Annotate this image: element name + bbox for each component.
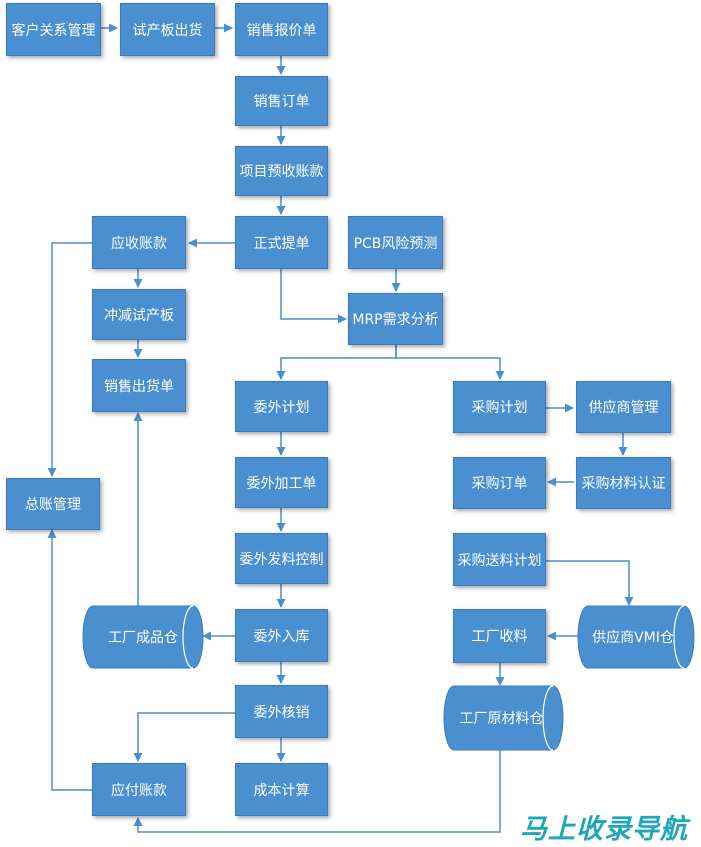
- node-supplier-mgmt: 供应商管理: [576, 381, 671, 433]
- node-material-cert: 采购材料认证: [576, 457, 671, 509]
- node-offset-trial: 冲减试产板: [92, 289, 186, 340]
- node-outsource-verify: 委外核销: [235, 685, 328, 738]
- node-outsource-plan: 委外计划: [235, 381, 328, 432]
- node-sales-order: 销售订单: [235, 76, 328, 126]
- node-trial-ship: 试产板出货: [120, 3, 215, 56]
- node-outsource-issue: 委外发料控制: [235, 533, 328, 584]
- node-factory-receive: 工厂收料: [453, 609, 546, 663]
- arrow-lading-to-mrp: [280, 269, 347, 324]
- node-project-prepay: 项目预收账款: [235, 146, 328, 196]
- arrow-delivery-plan-to-vmi: [546, 560, 634, 606]
- node-delivery-plan: 采购送料计划: [453, 533, 546, 586]
- node-quote: 销售报价单: [235, 3, 328, 56]
- finished-wh-cylinder: [82, 605, 204, 669]
- watermark-text: 马上收录导航: [520, 814, 688, 845]
- node-outsource-in: 委外入库: [235, 609, 328, 662]
- arrow-mrp-to-purchase-plan: [395, 345, 505, 380]
- node-sales-delivery: 销售出货单: [92, 359, 186, 412]
- arrow-receivable-to-ledger: [47, 242, 92, 477]
- node-crm: 客户关系管理: [6, 3, 101, 56]
- node-cost-calc: 成本计算: [235, 763, 328, 816]
- node-vendor-vmi: 供应商VMI仓: [592, 630, 674, 646]
- arrow-mrp-to-outsource-plan: [276, 345, 397, 380]
- arrow-payable-to-ledger: [47, 529, 92, 791]
- node-general-ledger: 总账管理: [6, 478, 100, 530]
- raw-wh-cylinder: [443, 685, 564, 751]
- node-purchase-order: 采购订单: [453, 457, 546, 509]
- node-mrp: MRP需求分析: [348, 293, 443, 345]
- node-outsource-process: 委外加工单: [235, 457, 328, 508]
- vmi-cylinder: [577, 605, 695, 669]
- node-raw-wh: 工厂原材料仓: [459, 711, 544, 727]
- node-formal-lading: 正式提单: [235, 216, 328, 269]
- node-payable: 应付账款: [92, 763, 186, 816]
- arrow-raw-to-payable: [133, 749, 501, 833]
- arrow-verify-to-payable: [133, 712, 235, 762]
- node-finished-wh: 工厂成品仓: [108, 630, 178, 646]
- node-pcb-risk: PCB风险预测: [348, 216, 443, 269]
- node-receivable: 应收账款: [92, 216, 186, 269]
- node-purchase-plan: 采购计划: [453, 381, 546, 433]
